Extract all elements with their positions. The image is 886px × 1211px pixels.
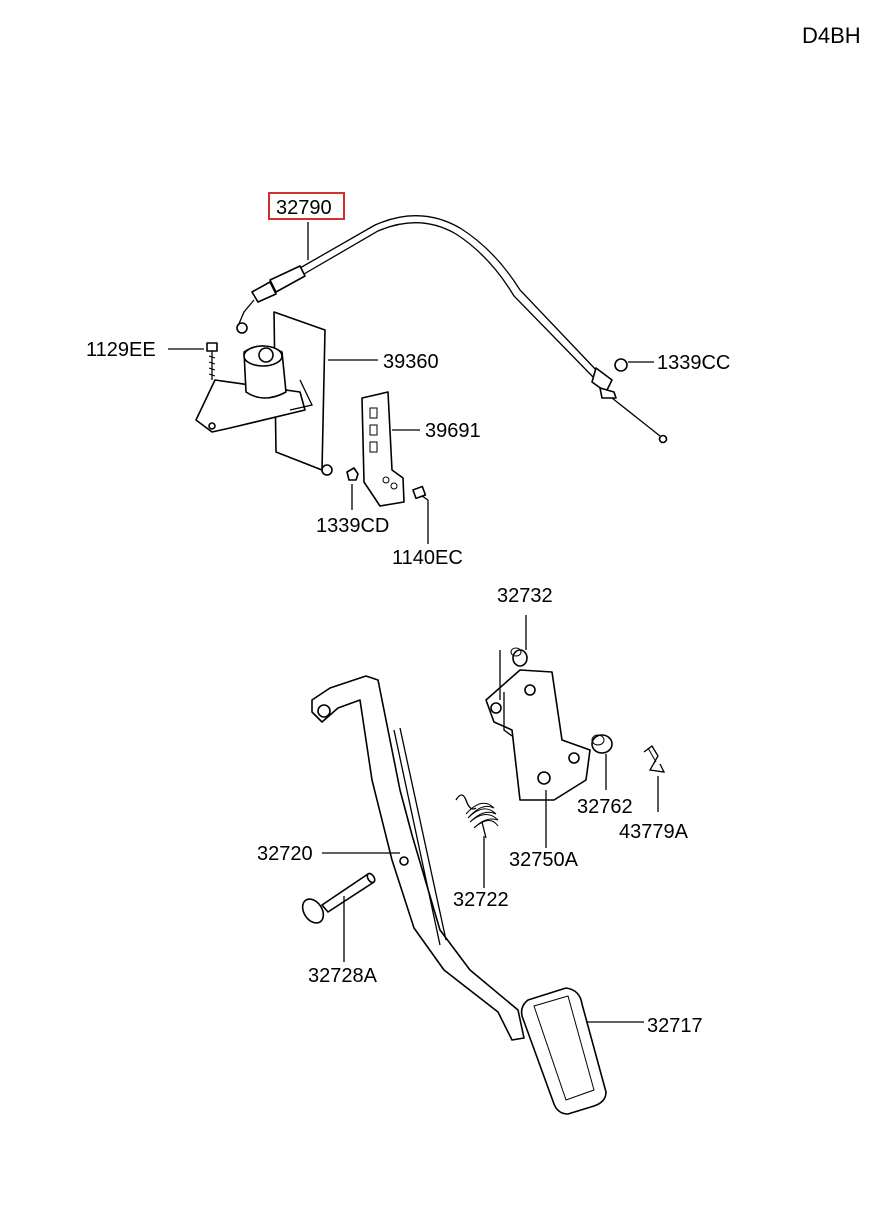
part-label-39360[interactable]: 39360 xyxy=(383,351,439,373)
part-label-1339cd[interactable]: 1339CD xyxy=(316,515,389,537)
part-label-43779a[interactable]: 43779A xyxy=(619,821,689,843)
accelerator-cable xyxy=(236,215,668,444)
part-label-32717[interactable]: 32717 xyxy=(647,1015,703,1037)
part-label-32728a[interactable]: 32728A xyxy=(308,965,378,987)
bolt-1129ee xyxy=(206,342,218,380)
part-label-32762[interactable]: 32762 xyxy=(577,796,633,818)
part-label-39691[interactable]: 39691 xyxy=(425,420,481,442)
part-label-32720[interactable]: 32720 xyxy=(257,843,313,865)
pedal-pad xyxy=(520,987,607,1115)
part-label-32790[interactable]: 32790 xyxy=(276,197,332,219)
return-spring xyxy=(455,794,499,839)
highlight-box xyxy=(268,192,345,220)
bushing-32732 xyxy=(510,647,528,667)
nut-1339cd xyxy=(346,467,359,481)
pivot-pin xyxy=(301,872,376,924)
screw-1140ec xyxy=(412,485,429,501)
part-label-1129ee[interactable]: 1129EE xyxy=(86,339,156,361)
part-label-32722[interactable]: 32722 xyxy=(453,889,509,911)
diagram-code: D4BH xyxy=(802,23,861,48)
pedal-bracket xyxy=(485,650,591,801)
part-label-32732[interactable]: 32732 xyxy=(497,585,553,607)
pedal-arm xyxy=(311,675,525,1041)
leader-lines xyxy=(168,222,659,1023)
bracket-39691 xyxy=(361,391,405,507)
bushing-32762 xyxy=(591,734,613,754)
part-label-32750a[interactable]: 32750A xyxy=(509,849,579,871)
cable-bracket xyxy=(195,311,333,476)
part-label-1140ec[interactable]: 1140EC xyxy=(392,547,463,569)
part-label-1339cc[interactable]: 1339CC xyxy=(657,352,730,374)
clip-43779a xyxy=(643,745,666,773)
